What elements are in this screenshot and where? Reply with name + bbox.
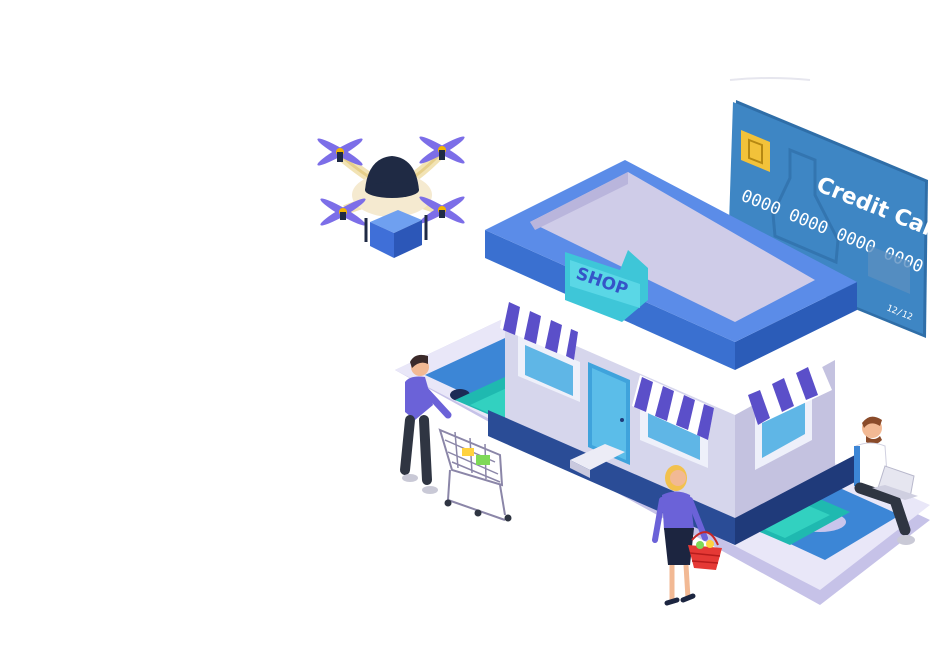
- shop-sign: SHOP: [565, 250, 648, 322]
- shopping-cart-icon: [438, 428, 512, 522]
- awning-right: [748, 362, 832, 425]
- awning-left: [500, 300, 578, 360]
- man-with-cart: [400, 354, 452, 494]
- man-with-laptop: [854, 416, 915, 545]
- woman-with-basket: [652, 465, 708, 606]
- chip-icon: [741, 130, 770, 172]
- shopping-basket-icon: [688, 531, 722, 570]
- laptop-icon: [872, 465, 918, 500]
- awning-middle: [632, 375, 714, 440]
- parcel-icon: [364, 210, 428, 258]
- drone-icon: [317, 136, 465, 226]
